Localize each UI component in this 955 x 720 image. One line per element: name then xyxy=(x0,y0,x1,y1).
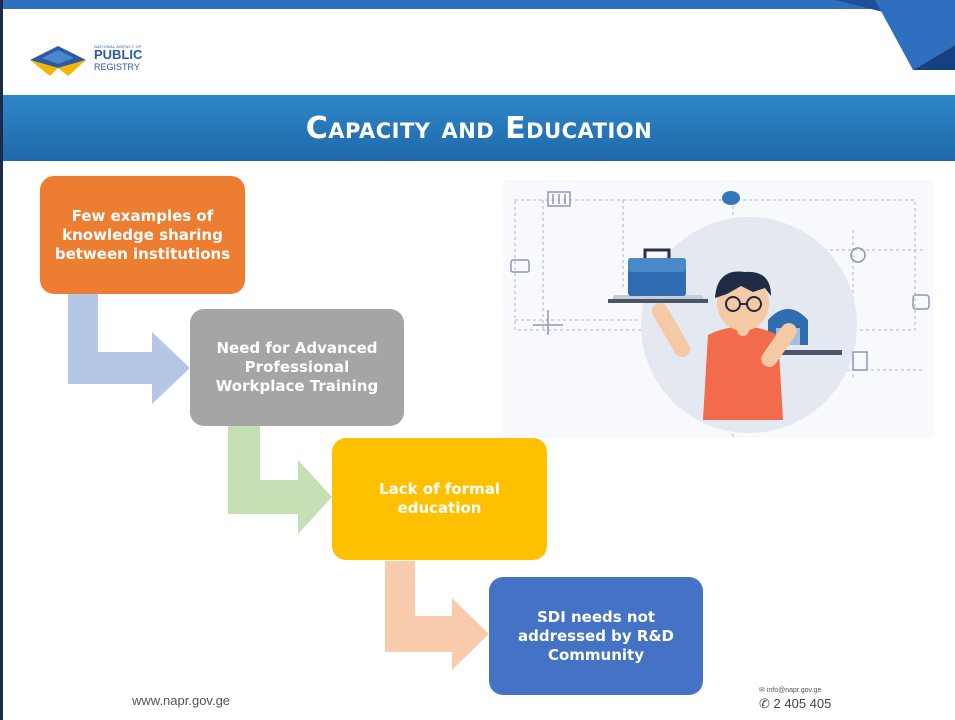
footer-email-text: info@napr.gov.ge xyxy=(766,687,822,694)
logo-emblem-icon xyxy=(30,46,86,76)
footer-phone: ✆ 2 405 405 xyxy=(759,696,831,712)
step-advanced-training: Need for Advanced Professional Workplace… xyxy=(190,309,404,426)
top-accent-bar xyxy=(0,0,955,9)
footer-website: www.napr.gov.ge xyxy=(132,693,231,708)
logo-small-text: NATIONAL AGENCY OF xyxy=(94,44,142,49)
education-illustration xyxy=(503,180,933,438)
title-bar: Capacity and Education xyxy=(3,95,955,161)
slide-title: Capacity and Education xyxy=(305,110,653,146)
napr-logo: NATIONAL AGENCY OF PUBLIC REGISTRY xyxy=(28,38,168,88)
bent-arrow-1 xyxy=(68,294,190,404)
bent-arrow-2 xyxy=(228,426,332,534)
step-sdi-needs: SDI needs not addressed by R&D Community xyxy=(489,577,703,695)
step-formal-education: Lack of formal education xyxy=(332,438,547,560)
footer-phone-text: 2 405 405 xyxy=(773,696,832,711)
step-knowledge-sharing: Few examples of knowledge sharing betwee… xyxy=(40,176,245,294)
logo-title-line2: REGISTRY xyxy=(94,62,140,72)
corner-decoration-icon xyxy=(835,0,955,70)
left-border xyxy=(0,0,3,720)
phone-icon: ✆ xyxy=(759,696,770,711)
footer-email: ✉ info@napr.gov.ge xyxy=(759,687,822,694)
bent-arrow-3 xyxy=(385,561,489,670)
logo-title-line1: PUBLIC xyxy=(94,47,143,62)
